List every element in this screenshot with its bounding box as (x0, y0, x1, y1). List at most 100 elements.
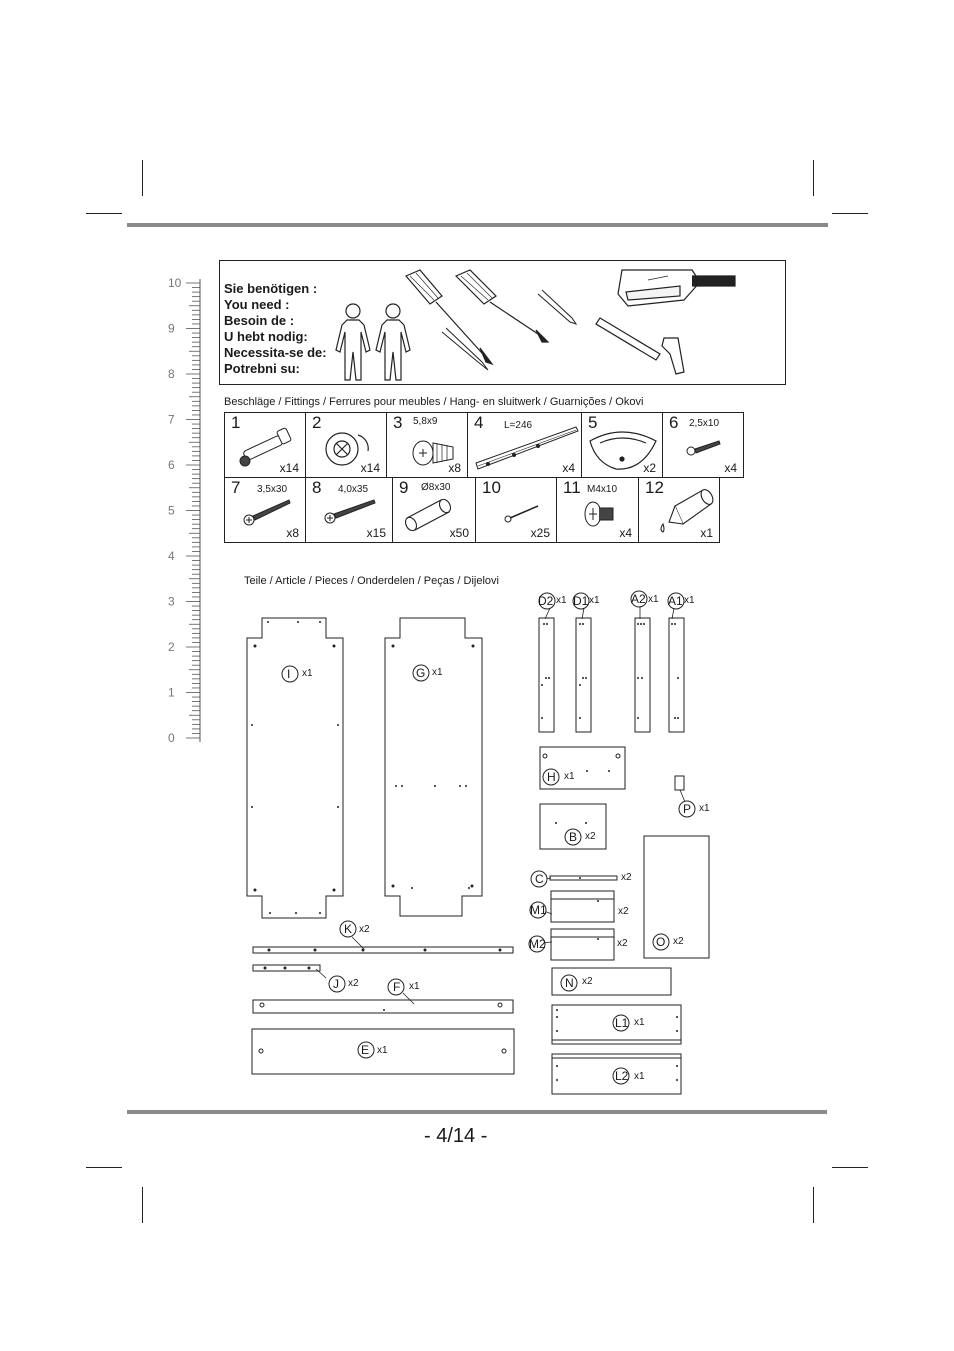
fitting-number: 3 (393, 413, 403, 432)
part-quantity: x1 (377, 1045, 388, 1056)
person-icon (335, 303, 371, 381)
part-label: L2 (615, 1069, 629, 1083)
cup-handle-icon (589, 431, 657, 470)
crop-mark (86, 213, 122, 214)
ruler-label: 6 (168, 458, 175, 472)
fitting-quantity: x14 (279, 461, 299, 475)
fitting-spec: Ø8x30 (421, 482, 451, 493)
fitting-quantity: x8 (448, 461, 461, 475)
part-label: P (683, 802, 692, 816)
leg-D2 (538, 617, 555, 733)
fitting-quantity: x15 (366, 526, 386, 540)
part-quantity: x1 (556, 595, 567, 606)
tools-illustration (335, 269, 736, 381)
fitting-number: 12 (645, 478, 664, 497)
cam-bolt-icon (239, 427, 292, 467)
fitting-cell: 1 x14 (224, 412, 306, 478)
fitting-quantity: x2 (643, 461, 656, 475)
part-quantity: x2 (617, 938, 628, 949)
fitting-number: 4 (474, 413, 484, 432)
screw-icon (324, 499, 376, 524)
part-quantity: x1 (589, 595, 600, 606)
part-label: C (535, 872, 544, 886)
fitting-cell: 2 x14 (305, 412, 387, 478)
crop-mark (832, 213, 868, 214)
part-quantity: x1 (409, 981, 420, 992)
fitting-cell: 8 4,0x35 x15 (305, 477, 393, 543)
hammer-icon (595, 269, 736, 375)
footer-rule (127, 1110, 827, 1114)
fitting-spec: 2,5x10 (689, 418, 720, 429)
fitting-number: 6 (669, 413, 679, 432)
tools-box (219, 260, 786, 385)
parts-caption: Teile / Article / Pieces / Onderdelen / … (244, 575, 499, 587)
part-label: H (547, 770, 556, 784)
crop-mark (142, 160, 143, 196)
tools-heading-line: You need : (224, 297, 290, 312)
fitting-number: 1 (231, 413, 241, 432)
part-quantity: x2 (359, 924, 370, 935)
fitting-quantity: x50 (449, 526, 469, 540)
euro-screw-icon (412, 440, 454, 466)
part-label: J (333, 977, 339, 991)
page-number: - 4/14 - (424, 1125, 488, 1147)
screwdriver-icon (454, 269, 550, 343)
small-screw-icon (686, 440, 721, 456)
part-quantity: x1 (684, 595, 695, 606)
rail-F (252, 999, 514, 1014)
fitting-cell: 5 x2 (581, 412, 663, 478)
ruler-label: 1 (168, 686, 175, 700)
fitting-cell: 12 x1 (638, 477, 720, 543)
wooden-dowel-icon (404, 498, 452, 532)
part-quantity: x1 (432, 667, 443, 678)
part-label: F (393, 980, 401, 994)
screwdriver-tip-icon (441, 289, 578, 371)
tools-heading: Sie benötigen : You need : Besoin de : U… (224, 281, 327, 377)
ruler-label: 4 (168, 549, 175, 563)
part-label: D1 (573, 594, 589, 608)
glue-bottle-icon (660, 489, 714, 533)
part-quantity: x2 (618, 906, 629, 917)
tools-heading-line: Sie benötigen : (224, 281, 318, 296)
crop-mark (142, 1187, 143, 1223)
fitting-quantity: x1 (700, 526, 713, 540)
ruler-label: 9 (168, 322, 175, 336)
fitting-cell: 3 5,8x9 x8 (386, 412, 468, 478)
fitting-number: 2 (312, 413, 322, 432)
fittings-caption: Beschläge / Fittings / Ferrures pour meu… (224, 396, 644, 408)
tools-heading-line: Necessita-se de: (224, 345, 327, 360)
part-label: B (569, 830, 578, 844)
crop-mark (813, 1187, 814, 1223)
part-label: O (656, 935, 666, 949)
fitting-quantity: x14 (360, 461, 380, 475)
crop-mark (832, 1167, 868, 1168)
fitting-number: 5 (588, 413, 598, 432)
part-label: L1 (615, 1016, 629, 1030)
leg-A1 (668, 617, 685, 733)
part-quantity: x1 (634, 1017, 645, 1028)
leg-D1 (575, 617, 592, 733)
part-label: G (416, 666, 426, 680)
screw-icon (243, 499, 291, 526)
part-quantity: x1 (634, 1071, 645, 1082)
fitting-quantity: x25 (530, 526, 550, 540)
ruler-label: 0 (168, 731, 175, 745)
fitting-spec: 5,8x9 (413, 416, 438, 427)
fitting-number: 7 (231, 478, 241, 497)
part-label: N (565, 976, 574, 990)
fitting-quantity: x8 (286, 526, 299, 540)
part-label: M2 (529, 937, 546, 951)
fitting-quantity: x4 (562, 461, 575, 475)
fitting-cell: 11 M4x10 x4 (556, 477, 639, 543)
fitting-quantity: x4 (724, 461, 737, 475)
part-quantity: x2 (673, 936, 684, 947)
ruler-label: 5 (168, 504, 175, 518)
fitting-quantity: x4 (619, 526, 632, 540)
panel-E (251, 1028, 515, 1075)
part-quantity: x1 (564, 771, 575, 782)
fitting-cell: 6 2,5x10 x4 (662, 412, 744, 478)
panel-I (246, 617, 344, 919)
screwdriver-icon (405, 269, 494, 366)
fitting-spec: M4x10 (587, 484, 618, 495)
